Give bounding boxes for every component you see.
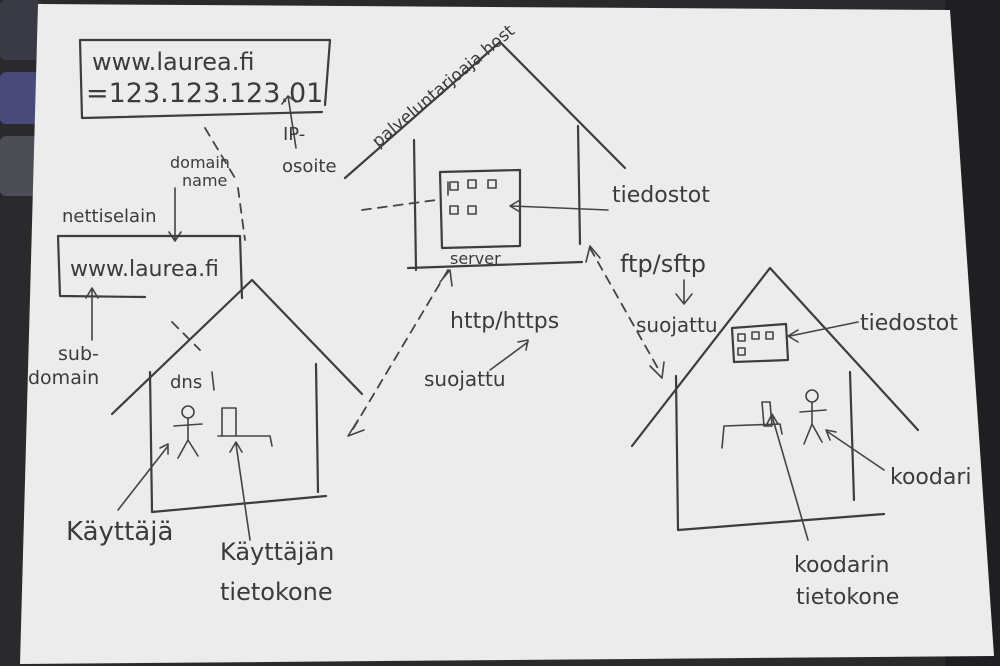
domain-name-label-1: domain bbox=[170, 153, 230, 172]
host-dash bbox=[361, 199, 437, 211]
coder-files-label: tiedostot bbox=[860, 311, 958, 336]
coder-computer bbox=[721, 401, 783, 449]
domain-name-label-2: name bbox=[182, 171, 227, 190]
coder-files-box bbox=[730, 322, 790, 364]
dns-label: dns bbox=[170, 372, 202, 393]
ftp-arrowhead-down bbox=[649, 361, 665, 379]
user-computer bbox=[217, 407, 273, 447]
user-arrow bbox=[117, 443, 169, 511]
coder-house bbox=[630, 266, 920, 532]
user-label: Käyttäjä bbox=[66, 517, 173, 547]
http-label: http/https bbox=[450, 309, 559, 334]
coder-arrow bbox=[825, 429, 885, 471]
address-box: www.laurea.fi =123.123.123.01 bbox=[78, 38, 332, 120]
server-files-arrow bbox=[509, 199, 609, 213]
ftp-secured-arrow bbox=[675, 279, 693, 305]
browser-label: nettiselain bbox=[62, 206, 157, 227]
server-box bbox=[438, 168, 522, 250]
http-secured-arrow bbox=[489, 339, 529, 371]
ftp-connection bbox=[589, 247, 661, 373]
dns-tick bbox=[211, 371, 215, 391]
keyboard-key bbox=[0, 136, 38, 196]
ftp-secured-label: suojattu bbox=[636, 313, 718, 337]
server-label: server bbox=[450, 249, 501, 268]
subdomain-label-1: sub- bbox=[58, 343, 99, 365]
http-connection bbox=[349, 269, 449, 435]
keyboard-key bbox=[0, 0, 42, 60]
http-arrowhead-down bbox=[347, 419, 365, 437]
keyboard-key bbox=[0, 72, 40, 124]
user-computer-arrow bbox=[229, 441, 251, 541]
server-files-label: tiedostot bbox=[612, 183, 710, 208]
coder-figure bbox=[799, 389, 827, 445]
ftp-label: ftp/sftp bbox=[620, 250, 706, 278]
ip-arrow bbox=[281, 95, 297, 149]
user-computer-label-1: Käyttäjän bbox=[220, 538, 334, 566]
paper-sheet bbox=[20, 4, 994, 664]
coder-computer-arrow bbox=[765, 413, 809, 541]
address-url: www.laurea.fi bbox=[92, 48, 254, 76]
coder-files-arrow bbox=[787, 321, 859, 343]
coder-label: koodari bbox=[890, 465, 971, 490]
user-figure bbox=[173, 405, 203, 459]
subdomain-arrow bbox=[85, 287, 99, 341]
browser-url: www.laurea.fi bbox=[70, 257, 219, 282]
browser-box: www.laurea.fi bbox=[56, 234, 244, 300]
host-house bbox=[343, 40, 627, 272]
address-ip: =123.123.123.01 bbox=[86, 78, 323, 109]
user-computer-label-2: tietokone bbox=[220, 578, 333, 606]
http-secured-label: suojattu bbox=[424, 367, 506, 391]
coder-computer-label-2: tietokone bbox=[796, 585, 899, 610]
user-house bbox=[110, 278, 364, 514]
http-arrowhead-up bbox=[439, 269, 453, 287]
domain-dashes bbox=[204, 127, 246, 241]
ip-address-label-1: IP- bbox=[283, 124, 305, 145]
ftp-arrowhead-up bbox=[585, 245, 601, 263]
coder-computer-label-1: koodarin bbox=[794, 553, 889, 578]
subdomain-label-2: domain bbox=[28, 367, 99, 389]
ip-address-label-2: osoite bbox=[282, 156, 337, 177]
